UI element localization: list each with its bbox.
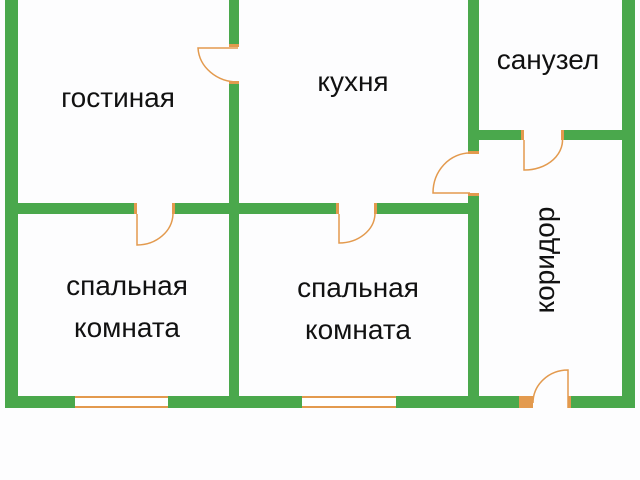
wall-bathroom-a: [479, 130, 521, 140]
door-entrance: [519, 369, 571, 408]
door-bedroom-2: [336, 203, 377, 244]
window-bedroom-2: [302, 396, 396, 408]
wall-middle-b: [173, 203, 337, 214]
door-kitchen-corridor: [432, 151, 479, 196]
label-bedroom-2-line2: комната: [305, 314, 411, 345]
label-bathroom: санузел: [496, 44, 600, 75]
door-bathroom: [521, 130, 564, 171]
wall-bottom-a: [5, 396, 76, 408]
wall-corridor-upper: [468, 0, 479, 152]
wall-corridor-lower: [468, 195, 479, 408]
window-bedroom-1: [75, 396, 168, 408]
label-bedroom-1-line2: комната: [74, 312, 180, 343]
wall-living-kitchen-upper: [229, 0, 239, 46]
wall-living-kitchen-lower: [229, 82, 239, 408]
label-bedroom-2-line1: спальная: [297, 272, 419, 303]
door-bedroom-1: [134, 203, 175, 246]
label-living-room: гостиная: [61, 82, 175, 113]
wall-bottom-b: [167, 396, 303, 408]
wall-bottom-d: [570, 396, 635, 408]
wall-middle-a: [5, 203, 135, 214]
wall-right: [622, 0, 635, 408]
wall-bathroom-b: [562, 130, 624, 140]
door-living: [197, 44, 239, 84]
wall-bottom-c: [395, 396, 519, 408]
label-corridor: коридор: [529, 206, 560, 314]
label-kitchen: кухня: [317, 66, 389, 97]
label-bedroom-1-line1: спальная: [66, 270, 188, 301]
wall-middle-c: [375, 203, 470, 214]
